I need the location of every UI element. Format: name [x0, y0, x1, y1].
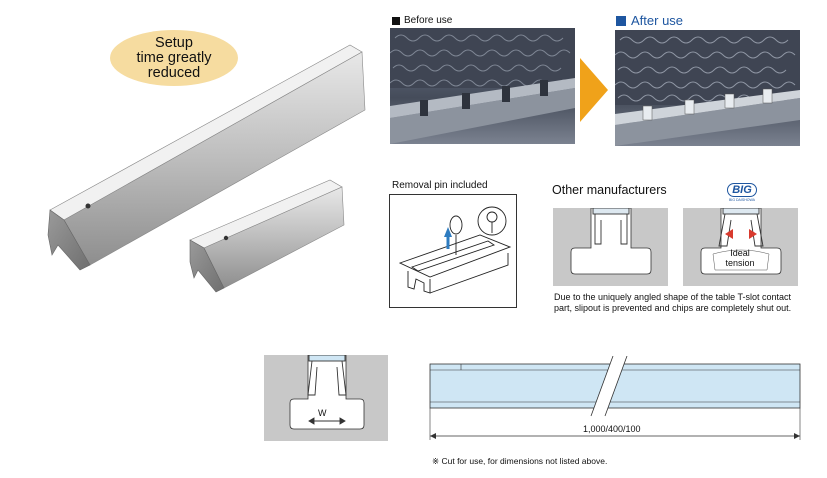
other-manufacturer-diagram [553, 207, 668, 286]
after-use-text: After use [631, 13, 684, 28]
arrow-right-icon [580, 58, 608, 122]
ideal-label-line-2: tension [725, 258, 755, 268]
square-bullet-icon [392, 16, 400, 25]
comparison-description: Due to the uniquely angled shape of the … [554, 292, 792, 313]
after-use-label: After use [616, 13, 683, 28]
ideal-tension-label: Ideal tension [720, 248, 760, 268]
product-illustration [47, 44, 366, 293]
cross-section-diagram [264, 354, 388, 441]
length-label: 1,000/400/100 [583, 424, 641, 434]
short-rail [189, 179, 345, 293]
other-manufacturers-title: Other manufacturers [552, 183, 667, 197]
cut-note: ※ Cut for use, for dimensions not listed… [432, 456, 608, 466]
long-rail [47, 44, 366, 271]
logo-mark: BIG [727, 183, 757, 197]
length-profile-diagram [429, 356, 801, 440]
setup-time-badge: Setup time greatly reduced [110, 30, 238, 86]
badge-line-2: time greatly [136, 49, 212, 66]
badge-line-1: Setup [155, 34, 193, 51]
width-label: W [318, 408, 327, 418]
ideal-label-line-1: Ideal [730, 248, 750, 258]
big-daishowa-diagram [683, 207, 798, 286]
badge-line-3: reduced [147, 64, 201, 81]
before-use-text: Before use [404, 15, 453, 26]
big-daishowa-logo: BIG BIG DAISHOWA [724, 180, 760, 202]
after-use-photo [615, 30, 800, 146]
before-use-photo [390, 28, 575, 144]
logo-subtext: BIG DAISHOWA [729, 198, 755, 202]
before-use-label: Before use [392, 15, 452, 26]
removal-pin-illustration [389, 194, 517, 308]
removal-pin-title: Removal pin included [392, 180, 488, 191]
square-bullet-icon [616, 15, 626, 26]
